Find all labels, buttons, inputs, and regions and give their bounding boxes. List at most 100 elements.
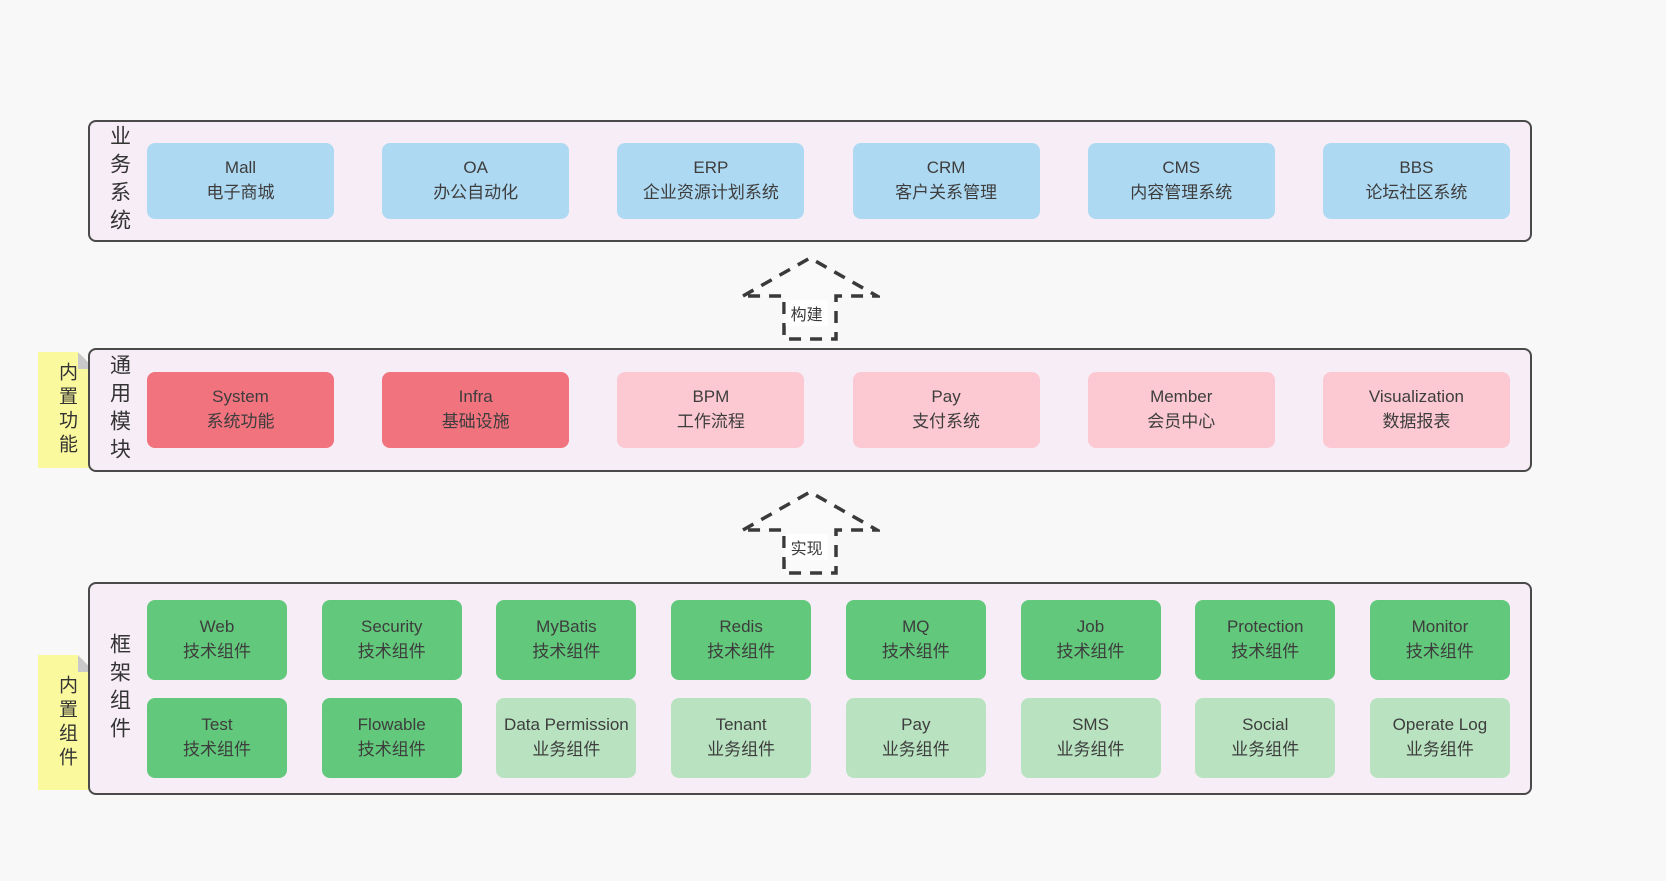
node-oa: OA 办公自动化 [382, 143, 570, 219]
tier-business-container: 业务系统 Mall 电子商城 OA 办公自动化 ERP 企业资源计划系统 CRM… [88, 120, 1532, 242]
node-title: System [212, 387, 269, 407]
node-title: Protection [1226, 616, 1304, 636]
node-tenant: Tenant 业务组件 [671, 697, 812, 778]
tier-components-boxes: Web 技术组件 Security 技术组件 MyBatis 技术组件 Redi… [147, 584, 1530, 793]
node-title: Job [1076, 616, 1105, 636]
tier-framework-components: 内置组件 框架组件 Web 技术组件 Security 技术组件 MyBatis… [88, 582, 1532, 795]
node-monitor: Monitor 技术组件 [1369, 599, 1510, 680]
node-title: Test [201, 714, 233, 734]
node-visualization: Visualization 数据报表 [1322, 372, 1510, 448]
arrow-build-shape: 构建 [740, 254, 880, 342]
node-bpm: BPM 工作流程 [617, 372, 805, 448]
node-subtitle: 支付系统 [912, 412, 981, 431]
node-bbs: BBS 论坛社区系统 [1322, 143, 1510, 219]
node-subtitle: 数据报表 [1382, 412, 1451, 431]
node-sms: SMS 业务组件 [1020, 697, 1161, 778]
node-subtitle: 企业资源计划系统 [642, 183, 779, 202]
node-pay-component: Pay 业务组件 [845, 697, 986, 778]
node-subtitle: 技术组件 [357, 739, 426, 759]
node-title: MQ [902, 616, 930, 636]
node-crm: CRM 客户关系管理 [852, 143, 1040, 219]
node-erp: ERP 企业资源计划系统 [617, 143, 805, 219]
node-title: Redis [719, 616, 763, 636]
node-title: Mall [224, 158, 257, 178]
node-subtitle: 业务组件 [881, 739, 950, 759]
node-title: SMS [1072, 714, 1109, 734]
node-subtitle: 系统功能 [206, 412, 275, 431]
node-title: Pay [901, 714, 931, 734]
sticky-note-builtin-functions: 内置功能 [38, 352, 95, 468]
node-mybatis: MyBatis 技术组件 [496, 599, 637, 680]
node-data-permission: Data Permission 业务组件 [496, 697, 637, 778]
node-cms: CMS 内容管理系统 [1087, 143, 1275, 219]
node-subtitle: 业务组件 [707, 739, 776, 759]
node-title: BBS [1399, 158, 1434, 178]
tier-business-boxes: Mall 电子商城 OA 办公自动化 ERP 企业资源计划系统 CRM 客户关系… [147, 122, 1530, 240]
node-subtitle: 电子商城 [206, 183, 275, 202]
node-title: Flowable [357, 714, 426, 734]
node-subtitle: 工作流程 [676, 412, 745, 431]
node-title: Member [1150, 387, 1213, 407]
node-subtitle: 办公自动化 [433, 183, 519, 202]
node-subtitle: 技术组件 [532, 641, 601, 661]
node-title: ERP [693, 158, 729, 178]
tier-common-modules: 内置功能 通用模块 System 系统功能 Infra 基础设施 BPM 工作流… [88, 348, 1532, 472]
node-redis: Redis 技术组件 [671, 599, 812, 680]
node-title: Operate Log [1392, 714, 1488, 734]
node-operate-log: Operate Log 业务组件 [1369, 697, 1510, 778]
node-title: Social [1242, 714, 1289, 734]
node-subtitle: 会员中心 [1147, 412, 1216, 431]
node-title: BPM [692, 387, 730, 407]
node-title: Monitor [1411, 616, 1469, 636]
node-subtitle: 基础设施 [441, 412, 510, 431]
arrow-implement: 实现 [88, 472, 1532, 576]
node-infra: Infra 基础设施 [382, 372, 570, 448]
arrow-implement-label: 实现 [785, 534, 828, 560]
node-subtitle: 技术组件 [1056, 641, 1125, 661]
node-subtitle: 技术组件 [1405, 641, 1474, 661]
node-title: Visualization [1368, 387, 1464, 407]
node-member: Member 会员中心 [1087, 372, 1275, 448]
node-title: MyBatis [536, 616, 597, 636]
node-title: Tenant [715, 714, 767, 734]
node-subtitle: 技术组件 [183, 641, 251, 661]
node-mall: Mall 电子商城 [147, 143, 334, 219]
node-subtitle: 业务组件 [1231, 739, 1300, 759]
node-web: Web 技术组件 [147, 599, 287, 680]
tier-modules-boxes: System 系统功能 Infra 基础设施 BPM 工作流程 Pay 支付系统… [147, 350, 1530, 470]
node-subtitle: 论坛社区系统 [1365, 183, 1468, 202]
node-pay-system: Pay 支付系统 [852, 372, 1040, 448]
node-subtitle: 业务组件 [1056, 739, 1125, 759]
node-system: System 系统功能 [147, 372, 334, 448]
node-flowable: Flowable 技术组件 [321, 697, 462, 778]
node-subtitle: 业务组件 [532, 739, 601, 759]
tier-business-label: 业务系统 [107, 125, 131, 237]
components-row-1: Web 技术组件 Security 技术组件 MyBatis 技术组件 Redi… [147, 599, 1510, 680]
node-subtitle: 技术组件 [357, 641, 426, 661]
arrow-build: 构建 [88, 242, 1532, 342]
node-test: Test 技术组件 [147, 697, 287, 778]
node-title: Data Permission [504, 714, 629, 734]
arrow-build-label: 构建 [785, 300, 828, 326]
node-subtitle: 客户关系管理 [895, 183, 998, 202]
arrow-implement-shape: 实现 [740, 488, 880, 576]
up-arrow-icon [740, 489, 880, 575]
node-job: Job 技术组件 [1020, 599, 1161, 680]
node-protection: Protection 技术组件 [1195, 599, 1336, 680]
node-title: Security [360, 616, 423, 636]
sticky-note-builtin-components: 内置组件 [38, 655, 95, 790]
node-security: Security 技术组件 [321, 599, 462, 680]
node-title: Pay [931, 387, 961, 407]
node-title: OA [463, 158, 488, 178]
node-social: Social 业务组件 [1195, 697, 1336, 778]
node-title: Web [199, 616, 235, 636]
node-subtitle: 技术组件 [707, 641, 776, 661]
node-subtitle: 内容管理系统 [1130, 183, 1233, 202]
node-title: CRM [926, 158, 966, 178]
node-subtitle: 业务组件 [1405, 739, 1474, 759]
node-subtitle: 技术组件 [1231, 641, 1300, 661]
tier-business-systems: 业务系统 Mall 电子商城 OA 办公自动化 ERP 企业资源计划系统 CRM… [88, 120, 1532, 242]
node-mq: MQ 技术组件 [845, 599, 986, 680]
tier-components-container: 框架组件 Web 技术组件 Security 技术组件 MyBatis 技术组件 [88, 582, 1532, 795]
